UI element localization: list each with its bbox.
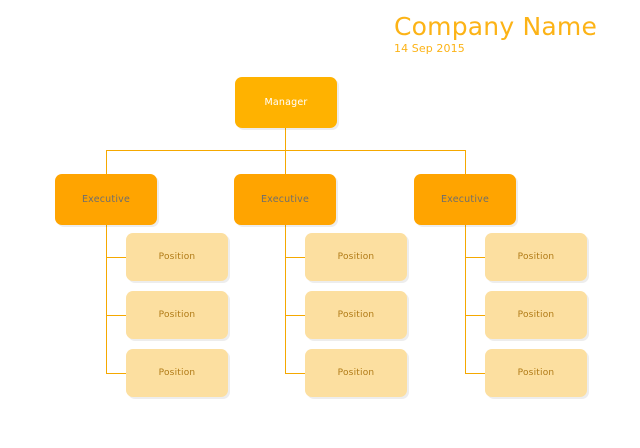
org-node-executive-3-label: Executive bbox=[440, 193, 490, 205]
org-node-position-2-1-label: Position bbox=[337, 251, 375, 262]
connector-spine-col-3 bbox=[465, 224, 466, 373]
connector-stub-col-1-3 bbox=[106, 373, 127, 374]
org-node-position-3-3[interactable]: Position bbox=[485, 349, 587, 397]
org-node-position-1-2-label: Position bbox=[158, 309, 196, 320]
org-node-position-1-3-label: Position bbox=[158, 367, 196, 378]
connector-manager-stem bbox=[285, 128, 286, 151]
org-node-position-3-1[interactable]: Position bbox=[485, 233, 587, 281]
org-node-position-3-1-label: Position bbox=[517, 251, 555, 262]
connector-stub-col-2-2 bbox=[285, 315, 306, 316]
connector-stub-col-2-3 bbox=[285, 373, 306, 374]
org-node-manager[interactable]: Manager bbox=[235, 77, 337, 128]
org-node-manager-label: Manager bbox=[264, 96, 308, 108]
connector-executive-drop-3 bbox=[465, 150, 466, 175]
org-node-position-2-1[interactable]: Position bbox=[305, 233, 407, 281]
org-node-executive-3[interactable]: Executive bbox=[414, 174, 516, 225]
org-node-executive-2-label: Executive bbox=[260, 193, 310, 205]
connector-spine-col-2 bbox=[285, 224, 286, 373]
page-title: Company Name bbox=[394, 12, 598, 41]
page-date: 14 Sep 2015 bbox=[394, 42, 465, 55]
connector-stub-col-3-2 bbox=[465, 315, 486, 316]
connector-executive-drop-1 bbox=[106, 150, 107, 175]
connector-executive-bus bbox=[106, 150, 466, 151]
org-node-position-3-3-label: Position bbox=[517, 367, 555, 378]
connector-stub-col-2-1 bbox=[285, 257, 306, 258]
connector-executive-drop-2 bbox=[285, 150, 286, 175]
connector-stub-col-3-3 bbox=[465, 373, 486, 374]
org-node-executive-1-label: Executive bbox=[81, 193, 131, 205]
org-node-position-1-1-label: Position bbox=[158, 251, 196, 262]
connector-stub-col-3-1 bbox=[465, 257, 486, 258]
org-node-position-2-2-label: Position bbox=[337, 309, 375, 320]
connector-stub-col-1-1 bbox=[106, 257, 127, 258]
org-node-position-1-2[interactable]: Position bbox=[126, 291, 228, 339]
org-node-position-3-2[interactable]: Position bbox=[485, 291, 587, 339]
org-node-position-1-3[interactable]: Position bbox=[126, 349, 228, 397]
org-node-position-2-2[interactable]: Position bbox=[305, 291, 407, 339]
org-node-position-1-1[interactable]: Position bbox=[126, 233, 228, 281]
org-node-position-3-2-label: Position bbox=[517, 309, 555, 320]
org-node-position-2-3[interactable]: Position bbox=[305, 349, 407, 397]
org-node-executive-1[interactable]: Executive bbox=[55, 174, 157, 225]
org-node-executive-2[interactable]: Executive bbox=[234, 174, 336, 225]
org-node-position-2-3-label: Position bbox=[337, 367, 375, 378]
connector-spine-col-1 bbox=[106, 224, 107, 373]
connector-stub-col-1-2 bbox=[106, 315, 127, 316]
